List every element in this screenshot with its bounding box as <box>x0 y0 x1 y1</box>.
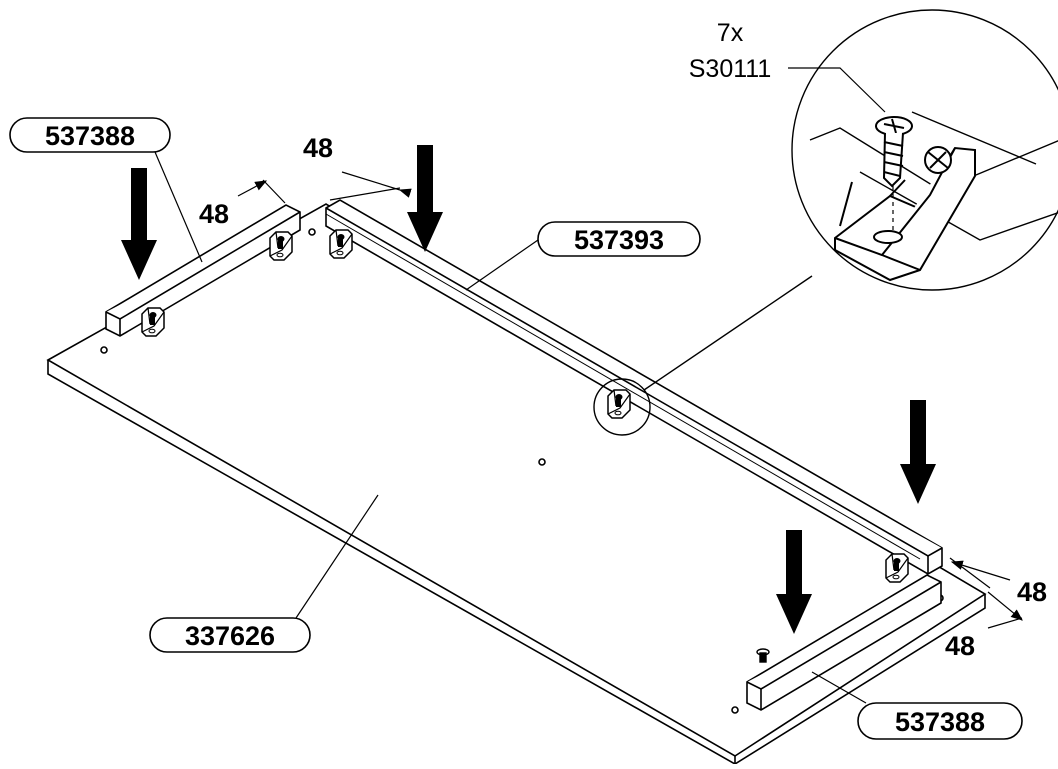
part-number-right-rail: 537388 <box>895 707 985 737</box>
part-number-long-rail: 537393 <box>574 225 664 255</box>
dimension-top-left-vertical: 48 <box>199 199 229 229</box>
part-number-board: 337626 <box>185 621 275 651</box>
screw-part-number: S30111 <box>689 55 771 83</box>
dimension-lines <box>237 171 1023 629</box>
bracket-right <box>885 553 909 583</box>
bracket-left-3 <box>329 229 353 259</box>
down-arrow-icon-right-lower <box>776 530 812 634</box>
detail-bracket <box>834 146 976 282</box>
right-short-rail <box>746 574 942 711</box>
part-label-right-rail: 537388 <box>811 671 1023 740</box>
part-label-left-rail: 537388 <box>9 117 203 263</box>
down-arrow-icon-center <box>407 145 443 252</box>
detail-screw-icon <box>875 116 913 232</box>
dimension-right-lower: 48 <box>945 631 975 661</box>
down-arrow-icon-right-upper <box>900 400 936 504</box>
screw-quantity: 7x <box>717 19 744 47</box>
left-short-rail <box>105 204 301 337</box>
dimension-top-left-horizontal: 48 <box>303 133 333 163</box>
bracket-left-2 <box>269 231 293 261</box>
bracket-left-1 <box>141 307 165 337</box>
part-label-board: 337626 <box>149 494 379 653</box>
down-arrow-icon-left <box>121 168 157 280</box>
loose-screw-icon <box>756 648 770 663</box>
part-label-long-rail: 537393 <box>465 221 701 291</box>
bracket-middle <box>607 389 631 419</box>
dimension-right-upper: 48 <box>1017 577 1047 607</box>
part-number-left-rail: 537388 <box>45 121 135 151</box>
callout-leader <box>788 67 886 113</box>
